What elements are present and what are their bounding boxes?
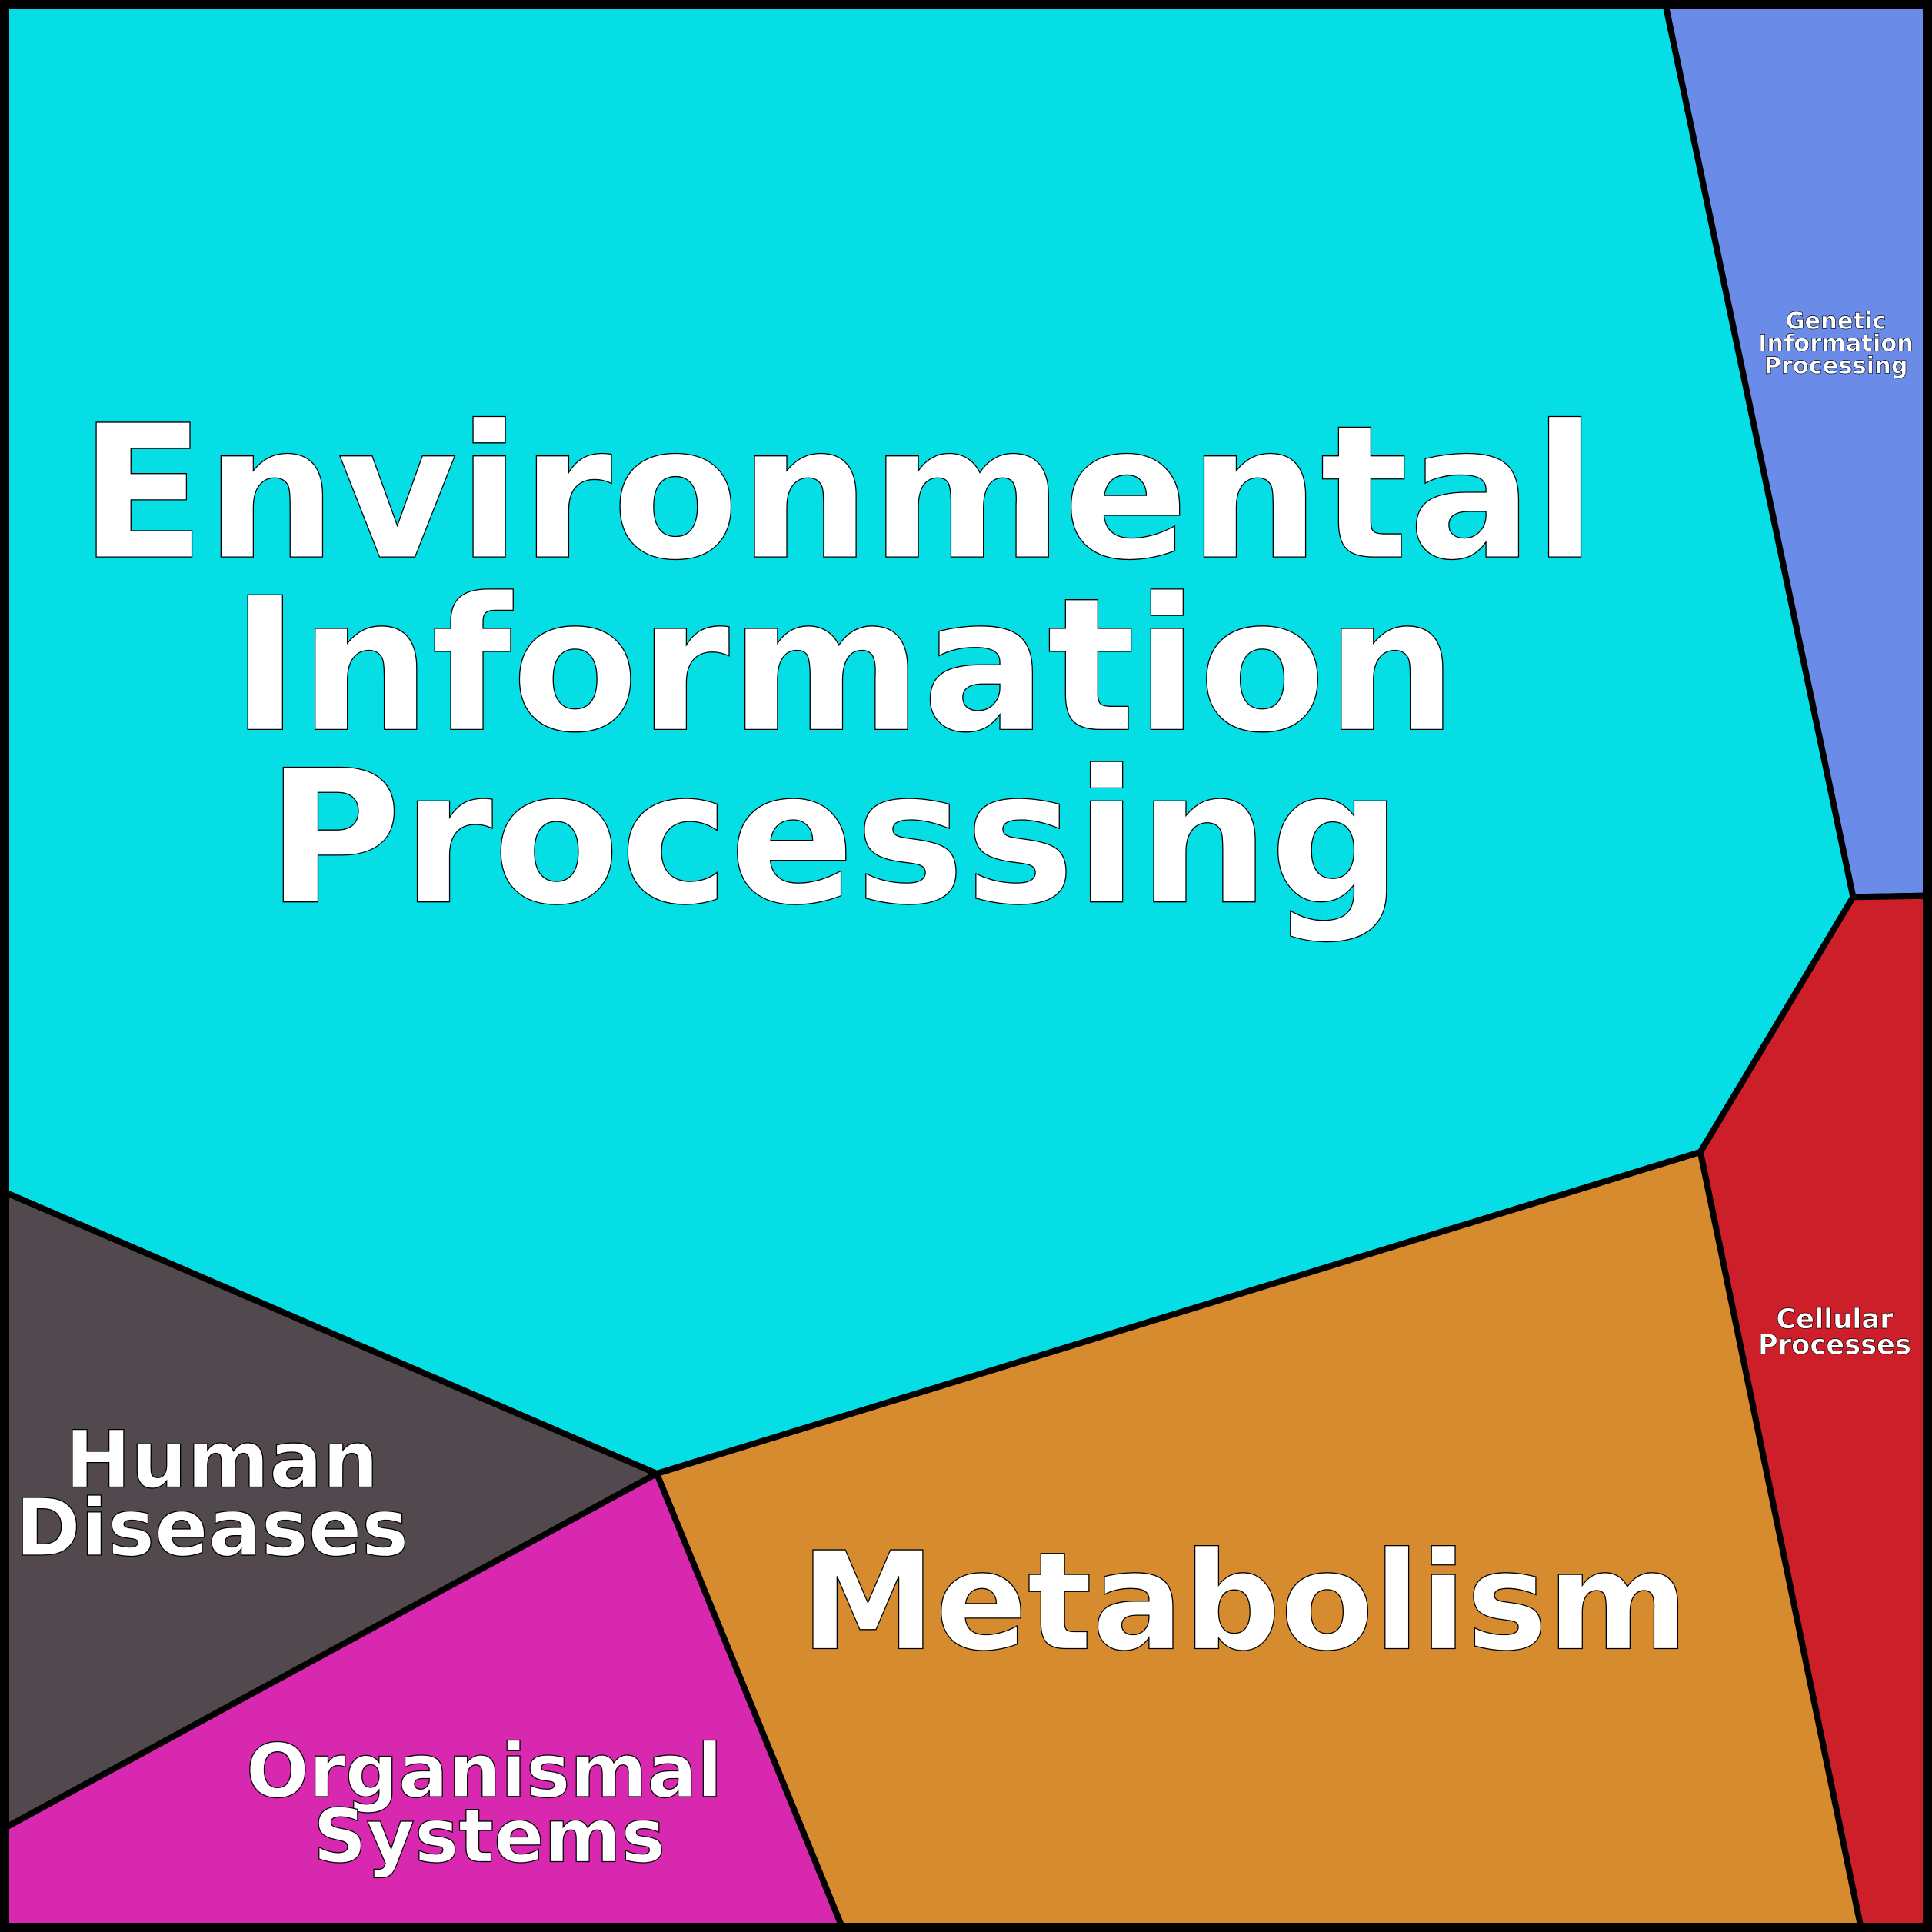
label-environmental: Environmental Information Processing	[78, 385, 1597, 946]
label-line: Processes	[1758, 1330, 1911, 1361]
label-line: Systems	[313, 1794, 665, 1880]
label-line: Human	[65, 1415, 378, 1507]
label-line: Processing	[1764, 352, 1908, 379]
label-line: Diseases	[15, 1483, 409, 1574]
label-organismal-systems: Organismal Systems	[245, 1727, 723, 1880]
label-line: Processing	[266, 731, 1402, 946]
label-line: Organismal	[246, 1728, 722, 1814]
label-line: Cellular	[1776, 1304, 1894, 1335]
label-line: Genetic	[1786, 308, 1887, 335]
label-metabolism: Metabolism	[800, 1522, 1689, 1681]
label-line: Environmental	[79, 385, 1597, 601]
label-genetic: Genetic Information Processing	[1758, 308, 1914, 379]
label-line: Metabolism	[801, 1523, 1689, 1681]
label-human-diseases: Human Diseases	[15, 1414, 409, 1574]
label-cellular: Cellular Processes	[1758, 1304, 1912, 1361]
label-line: Information	[1758, 331, 1914, 358]
label-line: Information	[231, 558, 1457, 773]
